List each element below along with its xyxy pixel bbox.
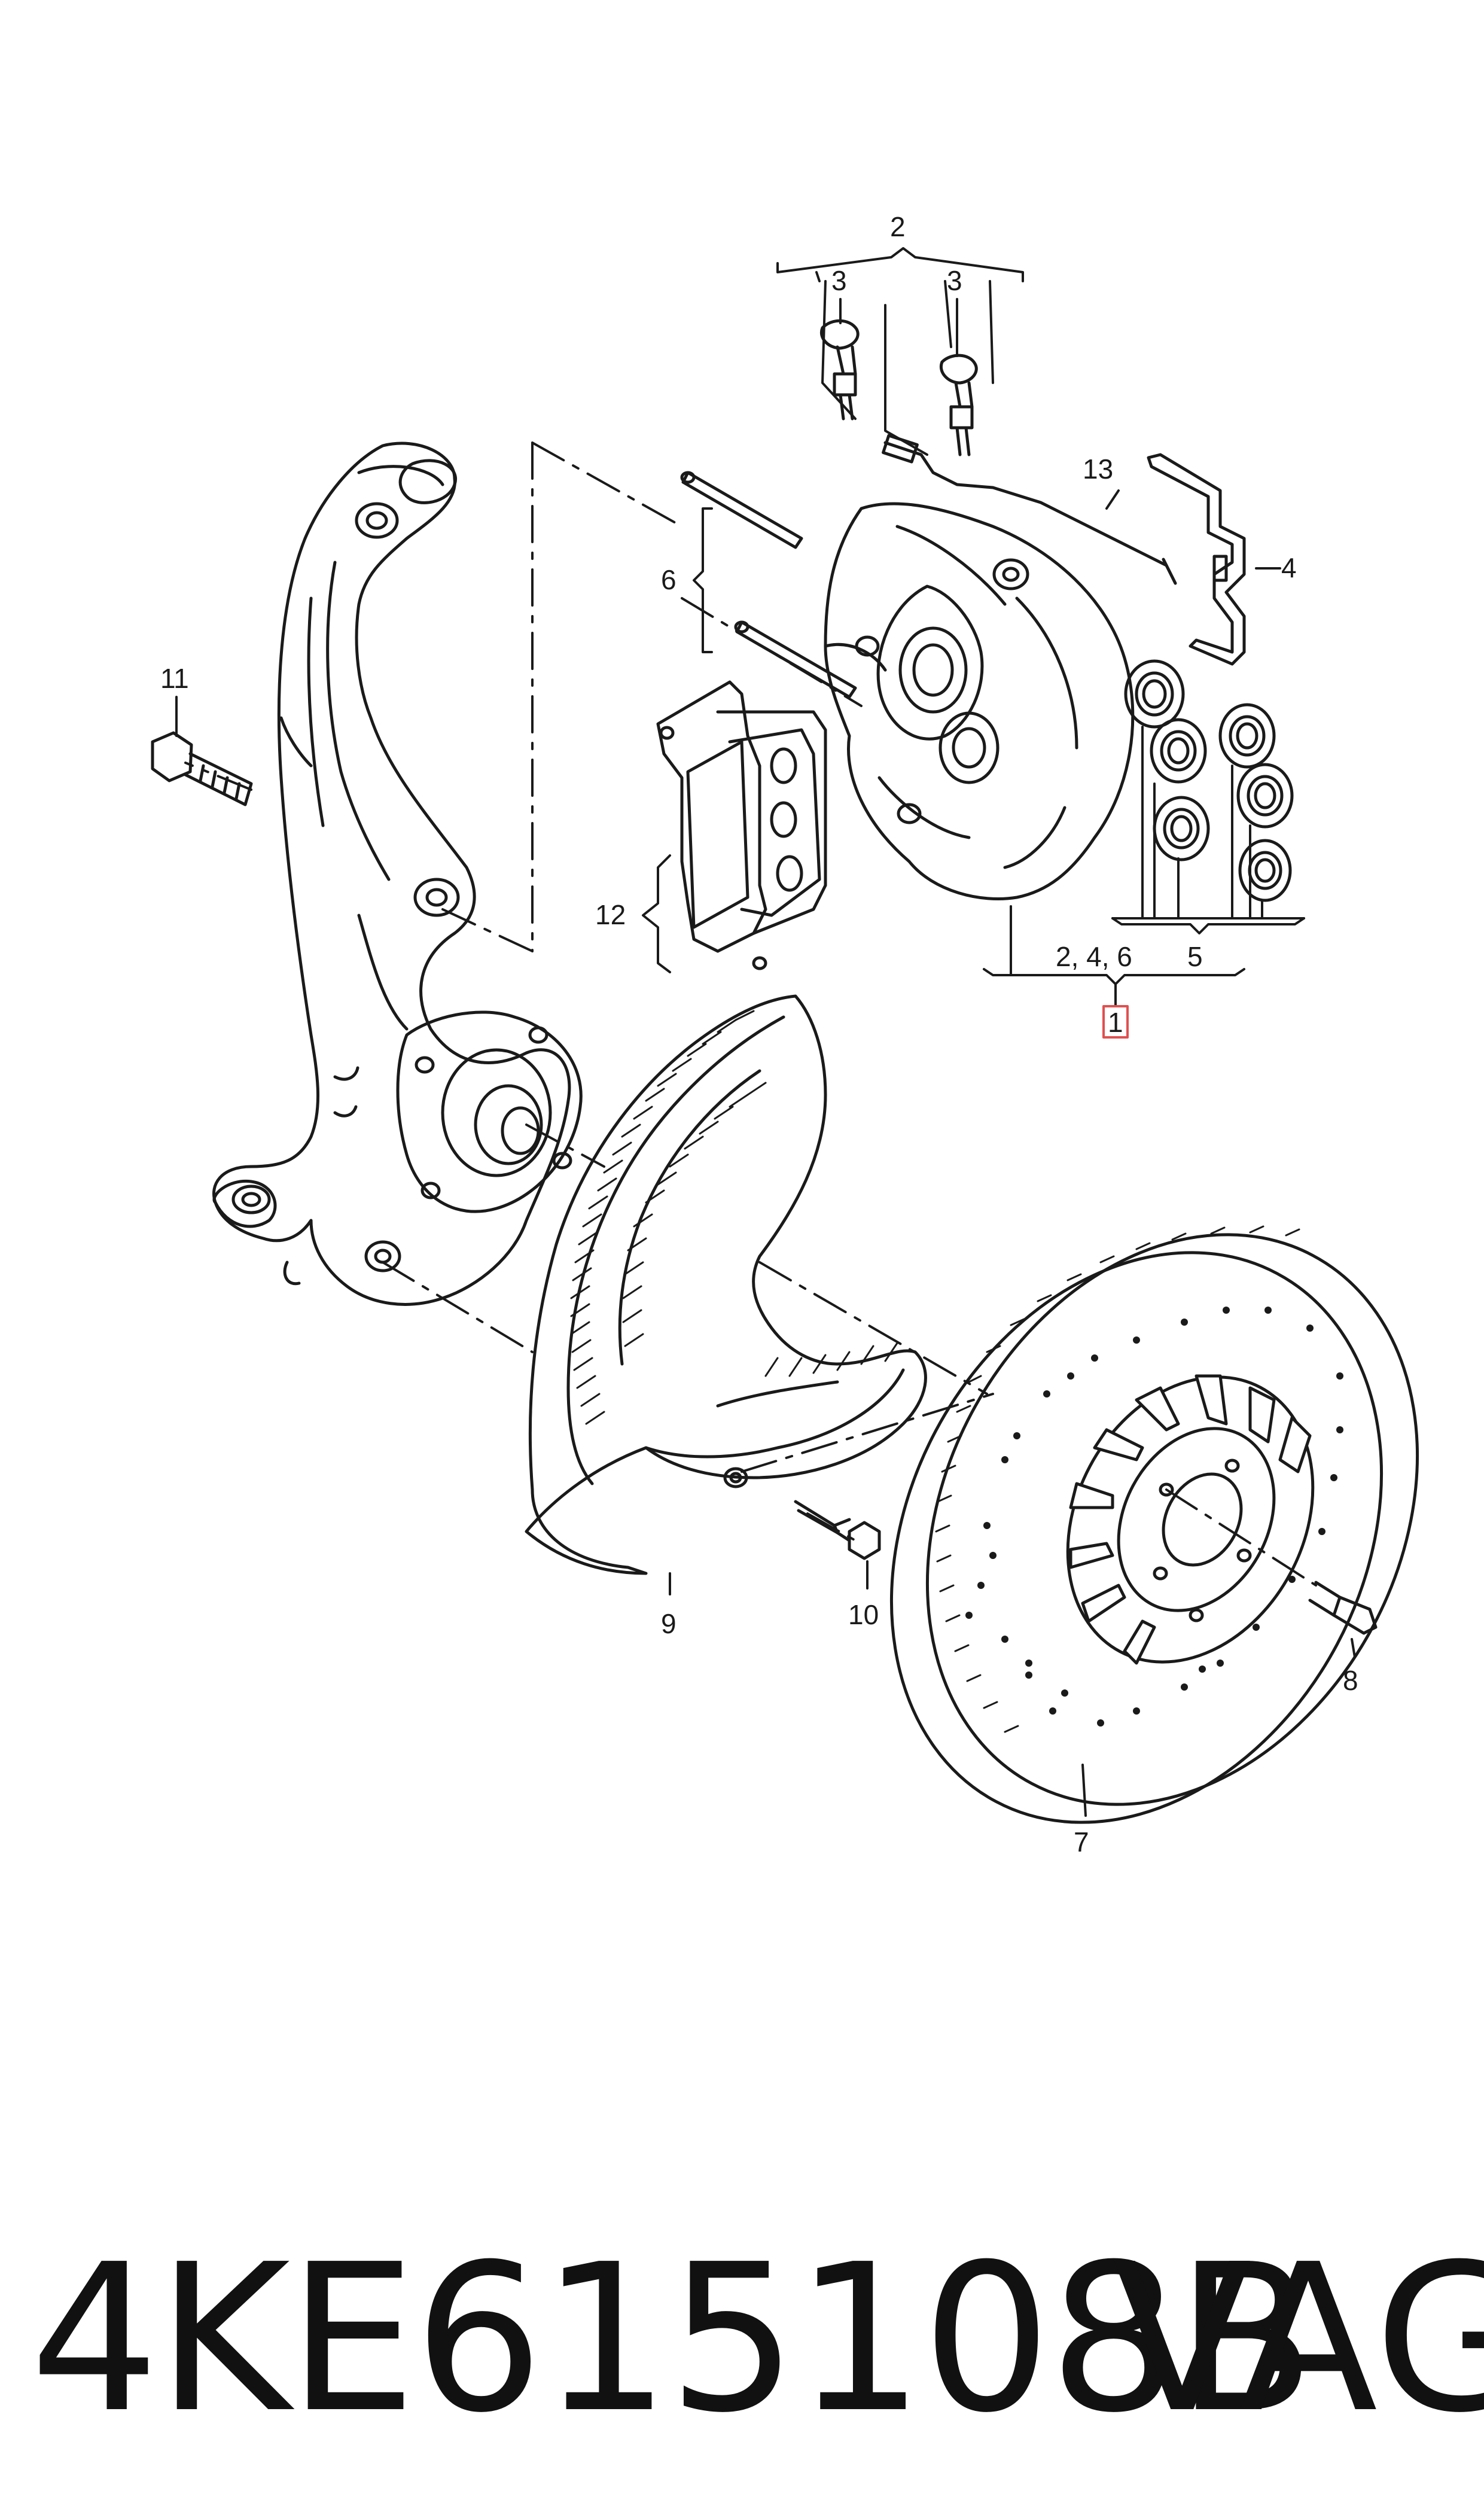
callout-leaders: [175, 247, 1356, 1817]
callout-4: 4: [1281, 552, 1297, 583]
steering-knuckle: [212, 442, 583, 1306]
guide-pins: [680, 471, 857, 699]
callout-246: 2, 4, 6: [1056, 941, 1132, 972]
callout-5: 5: [1187, 941, 1203, 972]
callout-9: 9: [661, 1608, 677, 1639]
spring-clip-4: [1147, 453, 1246, 666]
screw-8: [1308, 1581, 1378, 1635]
brand-text: VAG: [1113, 2221, 1484, 2458]
callout-12: 12: [595, 899, 626, 930]
wear-sensors: [819, 319, 1177, 585]
callout-3-left: 3: [831, 265, 847, 296]
callout-3-right: 3: [947, 265, 962, 296]
callout-1-highlight-box: [1102, 1005, 1129, 1039]
callout-labels: 2 3 3 13 4 6 11 12 2, 4, 6 5 1 9 10 8 7: [160, 211, 1358, 1858]
callout-13: 13: [1083, 453, 1113, 485]
callout-8: 8: [1343, 1665, 1358, 1696]
bolt-11: [151, 731, 253, 806]
brake-pads: [656, 680, 827, 970]
callout-10: 10: [848, 1599, 879, 1630]
splash-shield: [525, 994, 927, 1575]
callout-6: 6: [661, 564, 677, 595]
piston-seals: [1124, 659, 1294, 902]
brake-caliper: [824, 502, 1135, 900]
callout-1: 1: [1108, 1007, 1123, 1038]
assembly-axis-lines: [184, 442, 1317, 1587]
part-number-text: 4KE615108B: [30, 2221, 1315, 2458]
callout-11: 11: [160, 663, 189, 694]
callout-7: 7: [1074, 1826, 1089, 1858]
brake-disc: [890, 1225, 1419, 1824]
callout-2: 2: [890, 211, 906, 242]
